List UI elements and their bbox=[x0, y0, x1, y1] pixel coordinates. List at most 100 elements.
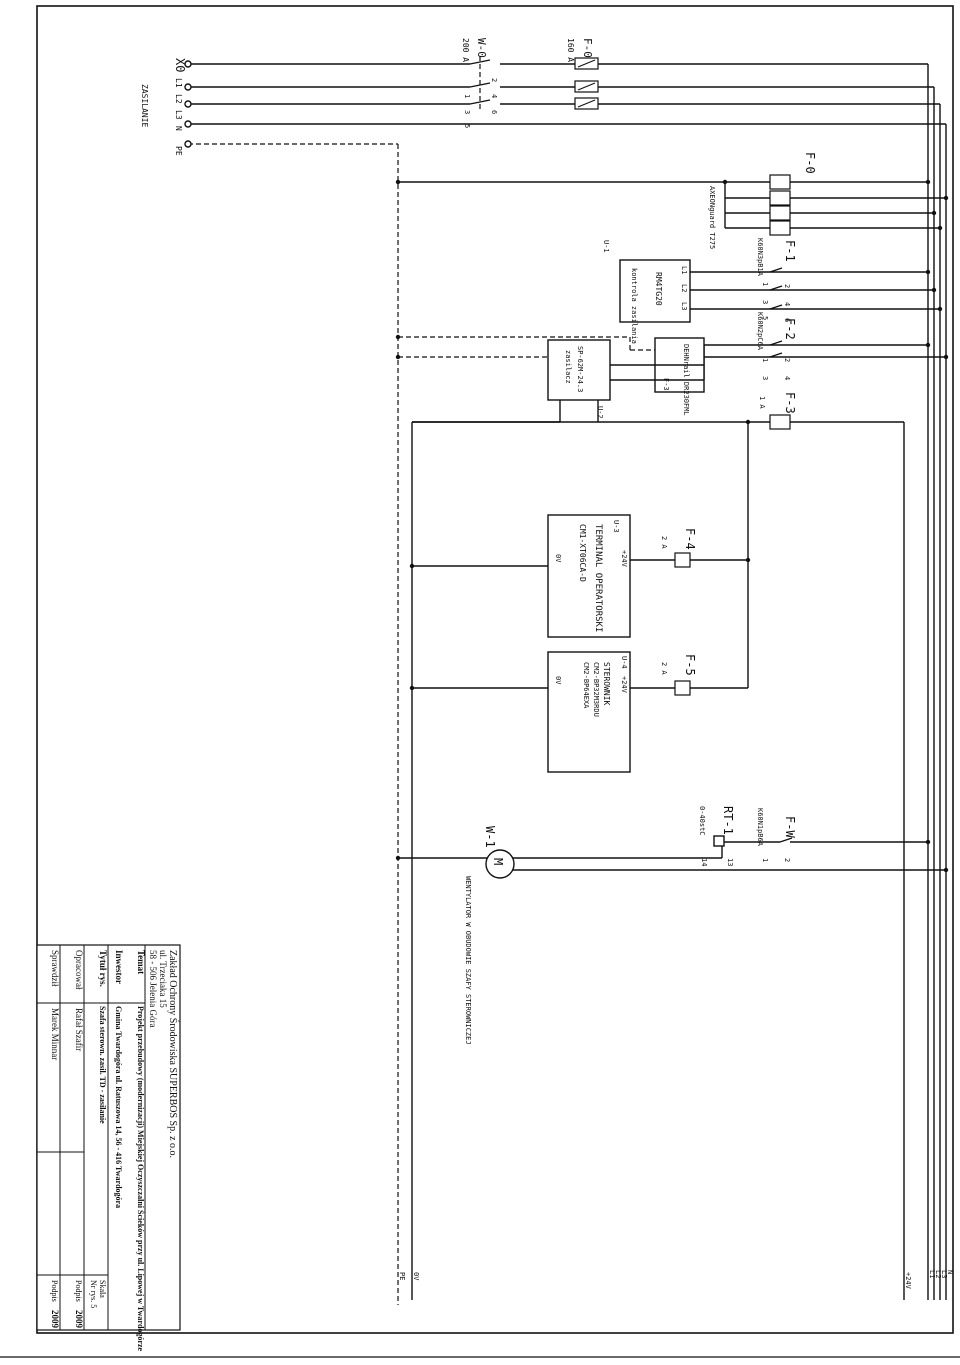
f2-pin: 2 bbox=[783, 358, 791, 362]
f2-pin: 1 bbox=[761, 358, 769, 362]
u1-ref: U-1 bbox=[602, 240, 610, 253]
f1-pin: 3 bbox=[761, 300, 769, 304]
supply-label: ZASILANIE bbox=[140, 84, 149, 128]
tb-sprawdzil: Marek Minnar bbox=[50, 1008, 60, 1060]
surge-fuses: F-0 AXEONguard T275 bbox=[708, 152, 817, 249]
tb-podpis-label: Podpis bbox=[74, 1280, 83, 1302]
tb-tytul: Szafa sterown. zasil. TD - zasilanie bbox=[98, 1006, 107, 1124]
u4-plus: +24V bbox=[620, 676, 628, 694]
tb-tytul-label: Tytuł rys. bbox=[98, 950, 108, 987]
u3-ref: U-3 bbox=[612, 520, 620, 533]
fan-motor-symbol bbox=[485, 849, 515, 879]
rt1-pin: 13 bbox=[726, 858, 734, 866]
f0-top-ref: F-0 bbox=[581, 38, 594, 58]
u3-name: TERMINAL OPERATORSKI bbox=[593, 524, 603, 632]
bus-label: PE bbox=[398, 1272, 406, 1280]
tb-year: 2009 bbox=[50, 1310, 60, 1329]
f1-type: K60N3pB1A bbox=[756, 238, 764, 277]
w0-ref: W-0 bbox=[475, 38, 488, 58]
u1-pin: L3 bbox=[680, 302, 688, 310]
f1-pin: 4 bbox=[783, 302, 791, 306]
tb-inwestor: Gmina Twardogóra ul. Ratuszowa 14, 56 - … bbox=[114, 1006, 123, 1208]
u4-name: STEROWNIK bbox=[602, 662, 611, 706]
u4-model-1: CM2-BP32M3RDU bbox=[592, 662, 600, 717]
f0-top-rating: 160 A bbox=[566, 38, 575, 62]
fw-pin: 1 bbox=[761, 858, 769, 862]
u1-desc: kontrola zasilania bbox=[630, 268, 638, 344]
surge-ref: F-0 bbox=[803, 152, 817, 174]
w0-pin: 1 bbox=[463, 94, 471, 98]
f4-ref: F-4 bbox=[683, 528, 697, 550]
u1-phase-monitor: RM4TG20 kontrola zasilania U-1 L1 L2 L3 bbox=[602, 240, 691, 344]
u4-model-2: CM2-BP64EXA bbox=[582, 662, 590, 709]
tb-street: ul. Trzeciaka 15 bbox=[158, 950, 168, 1008]
f4-rating: 2 A bbox=[660, 536, 668, 549]
u3-zero: 0V bbox=[554, 554, 562, 563]
f2-pin: 3 bbox=[761, 376, 769, 380]
u3-model: CM1-XT06CA-D bbox=[578, 524, 587, 582]
f1-pin: 5 bbox=[761, 316, 769, 320]
zero-volt-return bbox=[411, 421, 560, 1300]
fan-circuit: M W-1 WENTYLATOR W OBUDOWIE SZAFY STEROW… bbox=[398, 806, 946, 1045]
x0-terminal-block: X0 L1 L2 L3 N PE ZASILANIE bbox=[140, 58, 192, 156]
f2-type: K60N2pC6A bbox=[756, 312, 764, 351]
u4-plc: U-4 STEROWNIK CM2-BP32M3RDU CM2-BP64EXA … bbox=[412, 651, 748, 773]
u2-desc: zasilacz bbox=[564, 350, 572, 384]
x0-pin-l1: L1 bbox=[174, 78, 183, 88]
tb-opracowal-label: Opracował bbox=[74, 950, 84, 990]
x0-pin-l3: L3 bbox=[174, 110, 183, 120]
tb-sprawdzil-label: Sprawdził bbox=[50, 950, 60, 987]
u1-model: RM4TG20 bbox=[654, 272, 663, 306]
breaker-f1: F-1 K60N3pB1A 2 4 6 1 3 5 bbox=[756, 238, 797, 322]
tb-temat: Projekt przebudowy (modernizacji) Miejsk… bbox=[136, 1006, 146, 1352]
u3-plus: +24V bbox=[620, 550, 628, 568]
bus-label: L1 bbox=[928, 1270, 936, 1278]
x0-pin-n: N bbox=[174, 126, 183, 131]
w0-rating: 200 A bbox=[461, 38, 470, 62]
u2-power-supply: SP-62M-24.3 zasilacz U-2 bbox=[547, 339, 704, 422]
sheet-border bbox=[36, 5, 954, 1334]
overvoltage-protector: DEHNrail DR230FML F-3 bbox=[654, 337, 705, 416]
f1-pin: 2 bbox=[783, 284, 791, 288]
u4-zero: 0V bbox=[554, 676, 562, 685]
bus-label: N bbox=[946, 1270, 954, 1274]
bus-labels: L1 L2 L3 N +24V 0V PE bbox=[398, 1270, 954, 1290]
u3-operator-terminal: U-3 TERMINAL OPERATORSKI CM1-XT06CA-D +2… bbox=[412, 422, 749, 688]
x0-pin-pe: PE bbox=[174, 146, 183, 156]
bus-label: L2 bbox=[934, 1270, 942, 1278]
tb-city: 58 - 506 Jelenia Góra bbox=[148, 950, 158, 1027]
tb-year-2: 2009 bbox=[74, 1310, 84, 1329]
tb-opracowal: Rafał Szafir bbox=[74, 1008, 84, 1051]
rt1-ref: RT-1 bbox=[721, 806, 735, 835]
fw-ref: F-W bbox=[783, 816, 797, 838]
f5-ref: F-5 bbox=[683, 654, 697, 676]
u2-model: SP-62M-24.3 bbox=[576, 346, 584, 392]
w0-pin: 3 bbox=[463, 110, 471, 114]
tb-podpis-label-2: Podpis bbox=[50, 1280, 59, 1302]
f1-pin: 6 bbox=[783, 318, 791, 322]
u2-ref: U-2 bbox=[596, 406, 604, 419]
bus-label: L3 bbox=[940, 1270, 948, 1278]
tb-temat-label: Temat bbox=[136, 950, 146, 974]
junction-dots bbox=[395, 179, 949, 873]
fan-symbol: M bbox=[491, 858, 505, 865]
f1-pin: 1 bbox=[761, 282, 769, 286]
x0-pin-l2: L2 bbox=[174, 94, 183, 104]
w0-pin: 5 bbox=[463, 124, 471, 128]
f3-ref: F-3 bbox=[783, 392, 797, 414]
surge-type: AXEONguard T275 bbox=[708, 186, 716, 249]
f2-pin: 4 bbox=[783, 376, 791, 380]
rt1-pin: 14 bbox=[700, 858, 708, 866]
title-block: Zakład Ochrony Środowiska SUPERBOS Sp. z… bbox=[36, 944, 181, 1352]
breaker-f2: F-2 K60N2pC6A 2 4 1 3 bbox=[756, 312, 797, 380]
fw-type: K60N1pB6A bbox=[756, 808, 764, 847]
f5-rating: 2 A bbox=[660, 662, 668, 675]
fw-pin: 2 bbox=[783, 858, 791, 862]
tb-skala-label: Skala bbox=[98, 1280, 107, 1298]
thermostat-symbol bbox=[713, 835, 725, 847]
feed-rows bbox=[398, 181, 946, 380]
fan-ref: W-1 bbox=[483, 826, 497, 848]
main-fuses-f0: F-0 160 A bbox=[566, 38, 599, 110]
f2-ref: F-2 bbox=[783, 318, 797, 340]
